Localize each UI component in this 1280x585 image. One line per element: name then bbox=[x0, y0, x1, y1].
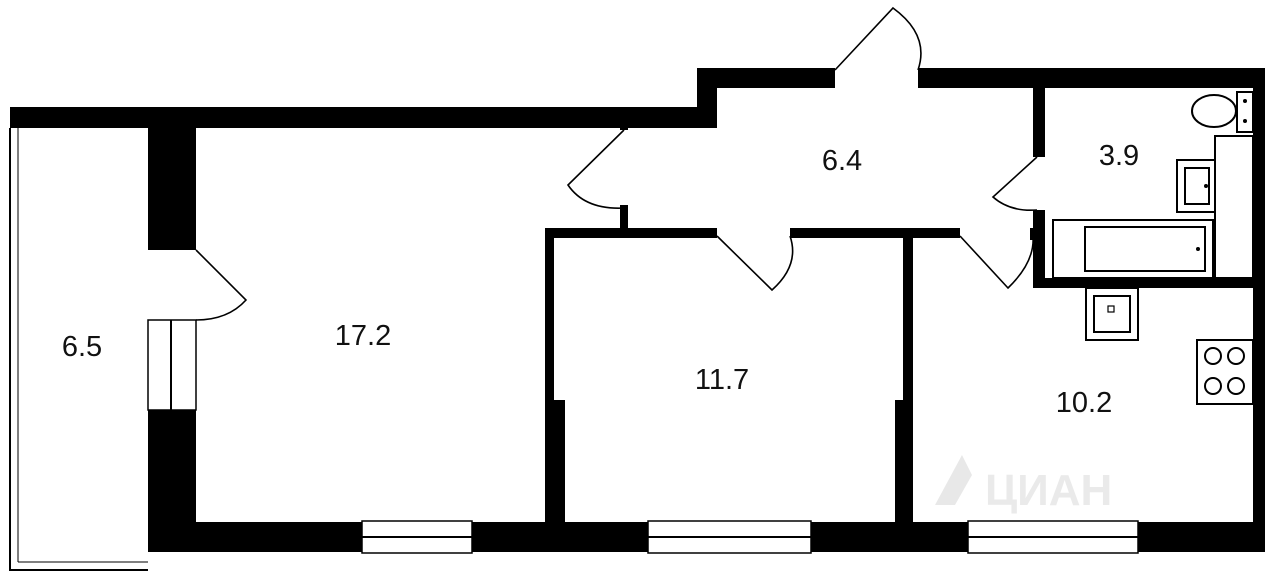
area-label-kitchen: 10.2 bbox=[1056, 387, 1112, 419]
wall-bath-left-lower bbox=[1033, 210, 1045, 288]
balcony-door bbox=[195, 249, 248, 321]
wall-bedroom-right-lower bbox=[895, 400, 913, 522]
balcony-outline bbox=[9, 128, 148, 571]
wall-pier-lower bbox=[148, 410, 196, 522]
wall-bath-left-upper bbox=[1033, 85, 1045, 157]
watermark: ЦИАН bbox=[935, 455, 1112, 515]
wall-top-hall-left bbox=[697, 68, 835, 88]
room-labels: 6.5 17.2 6.4 3.9 11.7 10.2 bbox=[62, 140, 1139, 419]
wall-top-right bbox=[918, 68, 1265, 88]
wall-top-left bbox=[10, 107, 710, 128]
fixtures bbox=[1052, 91, 1254, 405]
area-label-balcony: 6.5 bbox=[62, 331, 102, 363]
stove-icon bbox=[1196, 339, 1254, 405]
wall-stub-1 bbox=[620, 120, 628, 130]
wall-bedroom-right bbox=[903, 233, 913, 522]
area-label-hallway: 6.4 bbox=[822, 145, 862, 177]
entrance-door bbox=[834, 6, 922, 71]
wall-bedroom-left bbox=[545, 228, 554, 522]
wall-bath-stub bbox=[1030, 228, 1038, 240]
washbasin-icon bbox=[1176, 159, 1216, 213]
wall-pier-upper bbox=[148, 128, 196, 250]
bedroom-door bbox=[716, 235, 794, 292]
windows bbox=[147, 319, 1139, 554]
kitchen-door bbox=[959, 235, 1034, 290]
watermark-logo-icon bbox=[935, 455, 972, 505]
wall-bedroom-left-lower bbox=[553, 400, 565, 522]
wall-bedroom-top bbox=[545, 228, 625, 238]
bathtub-icon bbox=[1052, 219, 1214, 279]
area-label-bathroom: 3.9 bbox=[1099, 140, 1139, 172]
bath-cabinet bbox=[1214, 135, 1254, 279]
kitchen-sink-icon bbox=[1085, 287, 1139, 341]
wall-hall-bottom-1 bbox=[622, 228, 717, 238]
wall-hall-bottom-2 bbox=[790, 228, 960, 238]
wall-right bbox=[1253, 68, 1265, 550]
doors bbox=[195, 6, 1038, 321]
wall-bath-bottom bbox=[1033, 278, 1265, 288]
wall-stub-2 bbox=[620, 205, 628, 235]
bathroom-door bbox=[991, 156, 1038, 212]
area-label-living-room: 17.2 bbox=[335, 320, 391, 352]
area-label-bedroom: 11.7 bbox=[695, 364, 749, 396]
living-room-door bbox=[566, 129, 625, 209]
watermark-text: ЦИАН bbox=[985, 466, 1112, 515]
toilet-icon bbox=[1191, 91, 1254, 133]
